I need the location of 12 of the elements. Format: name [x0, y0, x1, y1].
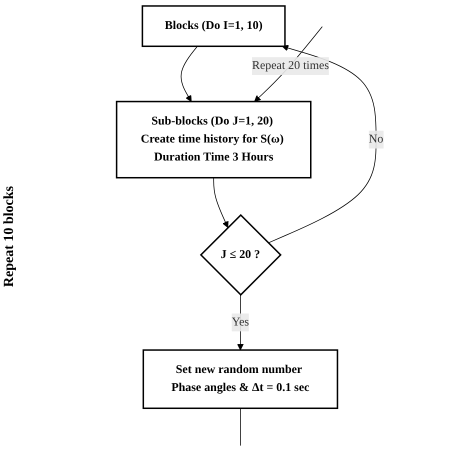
connector	[240, 408, 241, 446]
side-label: Repeat 10 blocks	[2, 186, 18, 288]
edge-label: No	[368, 132, 384, 146]
node-box: Set new random number Phase angles & Δt = 0.1 sec	[142, 349, 338, 410]
node-diamond: J ≤ 20 ?	[200, 214, 282, 296]
arrow	[180, 46, 198, 102]
edge-label: Repeat 20 times	[252, 59, 329, 72]
edge-label: Yes	[232, 316, 250, 328]
arrow	[268, 44, 376, 244]
node-box: Sub-blocks (Do J=1, 20) Create time history for S(ω) Duration Time 3 Hours	[116, 100, 312, 178]
node-box: Blocks (Do I=1, 10)	[142, 5, 286, 48]
arrow	[213, 177, 228, 228]
